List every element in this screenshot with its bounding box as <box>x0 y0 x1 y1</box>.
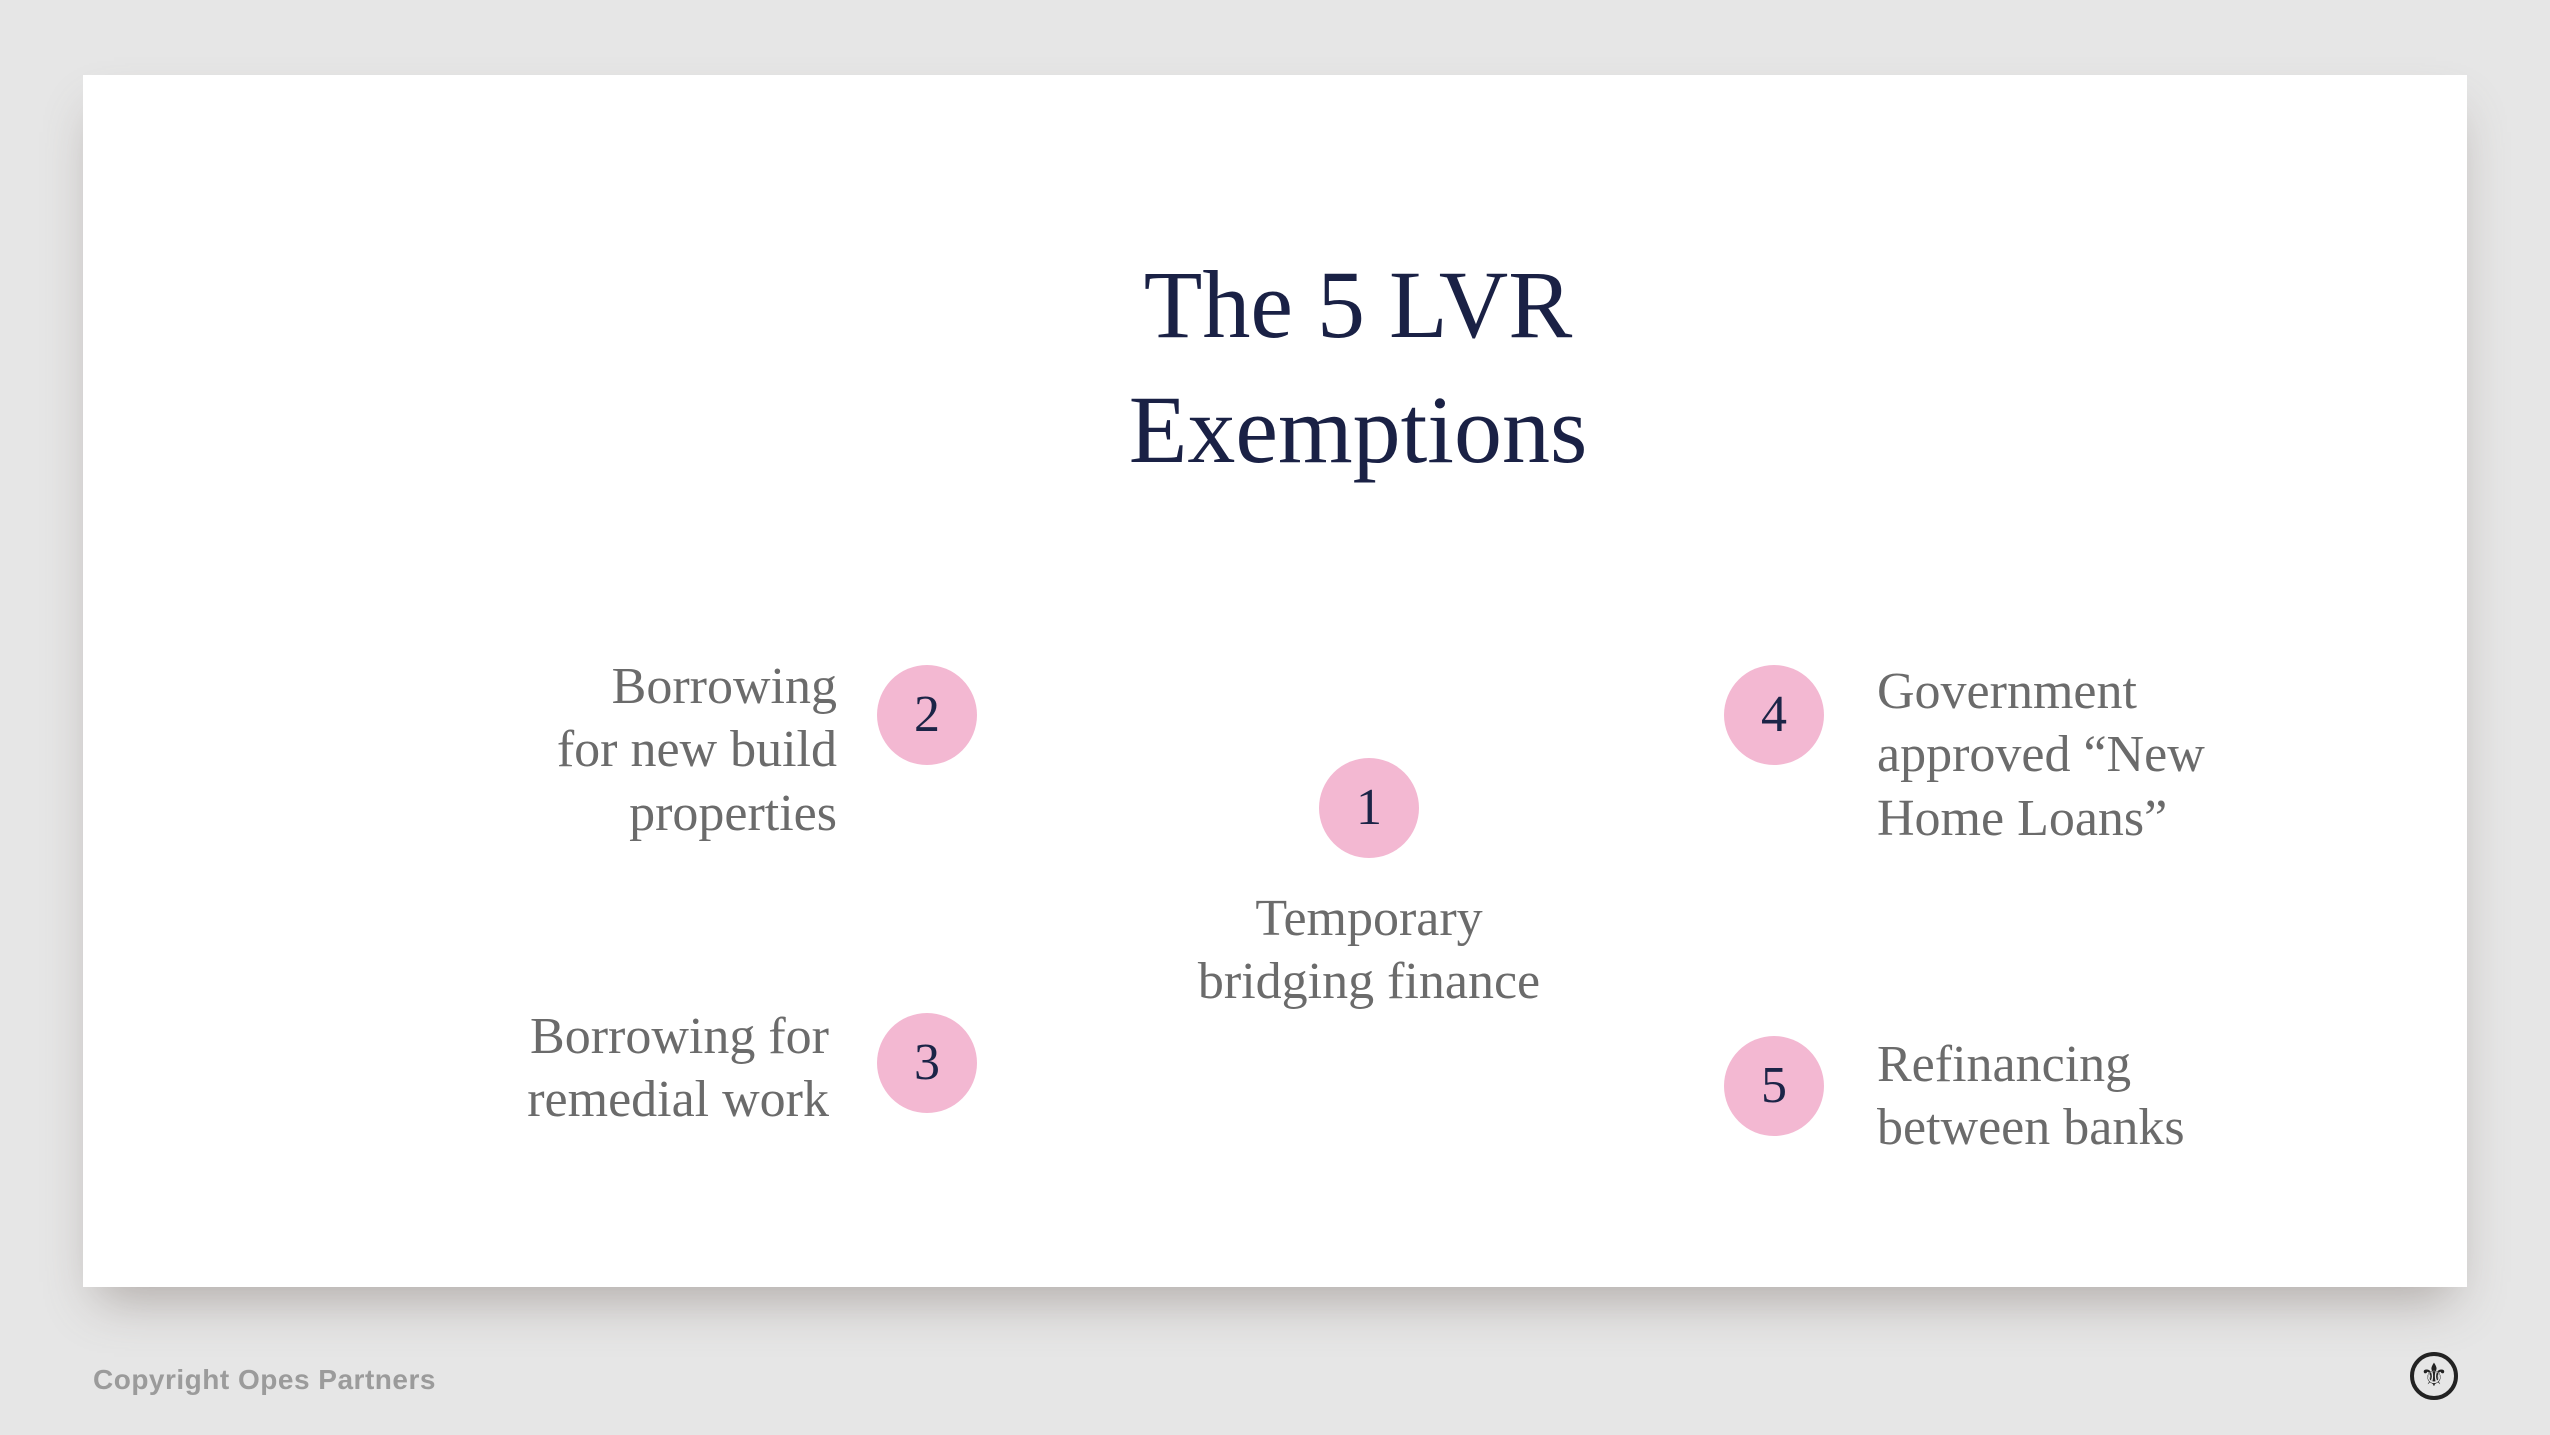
slide-card: The 5 LVR Exemptions 1 Temporary bridgin… <box>83 75 2467 1287</box>
exemption-3-number: 3 <box>914 1034 940 1091</box>
exemption-4-number: 4 <box>1761 686 1787 743</box>
slide-title: The 5 LVR Exemptions <box>1128 251 1588 483</box>
exemption-5-label: Refinancing between banks <box>1877 1036 2185 1157</box>
exemption-5-number: 5 <box>1761 1057 1787 1114</box>
exemption-1-badge: 1 <box>1319 758 1419 858</box>
exemption-2-label: Borrowing for new build properties <box>556 658 837 842</box>
exemption-5-badge: 5 <box>1724 1036 1824 1136</box>
exemption-4-badge: 4 <box>1724 665 1824 765</box>
exemption-2-badge: 2 <box>877 665 977 765</box>
exemption-3-badge: 3 <box>877 1013 977 1113</box>
opes-partners-logo: ⚜ <box>2410 1352 2458 1400</box>
exemption-4-label: Government approved “New Home Loans” <box>1877 663 2205 847</box>
exemption-1-label: Temporary bridging finance <box>1197 890 1541 1011</box>
fleur-de-lis-icon: ⚜ <box>2419 1356 2449 1394</box>
exemption-2-number: 2 <box>914 686 940 743</box>
copyright-text: Copyright Opes Partners <box>93 1364 436 1395</box>
exemption-3-label: Borrowing for remedial work <box>527 1008 829 1129</box>
exemption-1-number: 1 <box>1356 779 1382 836</box>
